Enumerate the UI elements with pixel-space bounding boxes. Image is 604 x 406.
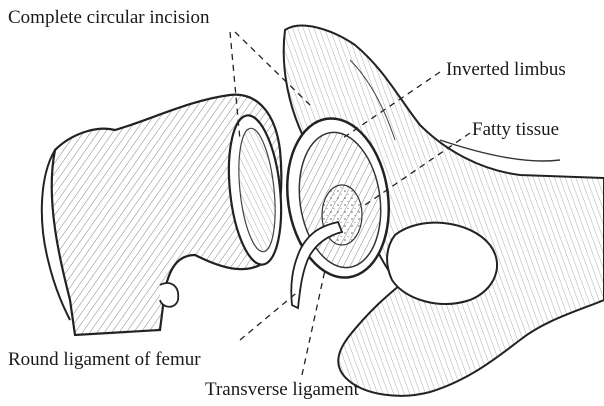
label-transverse-ligament: Transverse ligament xyxy=(205,380,359,399)
label-round-ligament-of-femur: Round ligament of femur xyxy=(8,350,201,369)
label-inverted-limbus: Inverted limbus xyxy=(446,60,566,79)
round-ligament-leader xyxy=(240,290,300,340)
label-complete-circular-incision: Complete circular incision xyxy=(8,8,210,27)
transverse-ligament-leader xyxy=(302,270,325,375)
femur xyxy=(42,95,288,335)
label-fatty-tissue: Fatty tissue xyxy=(472,120,559,139)
